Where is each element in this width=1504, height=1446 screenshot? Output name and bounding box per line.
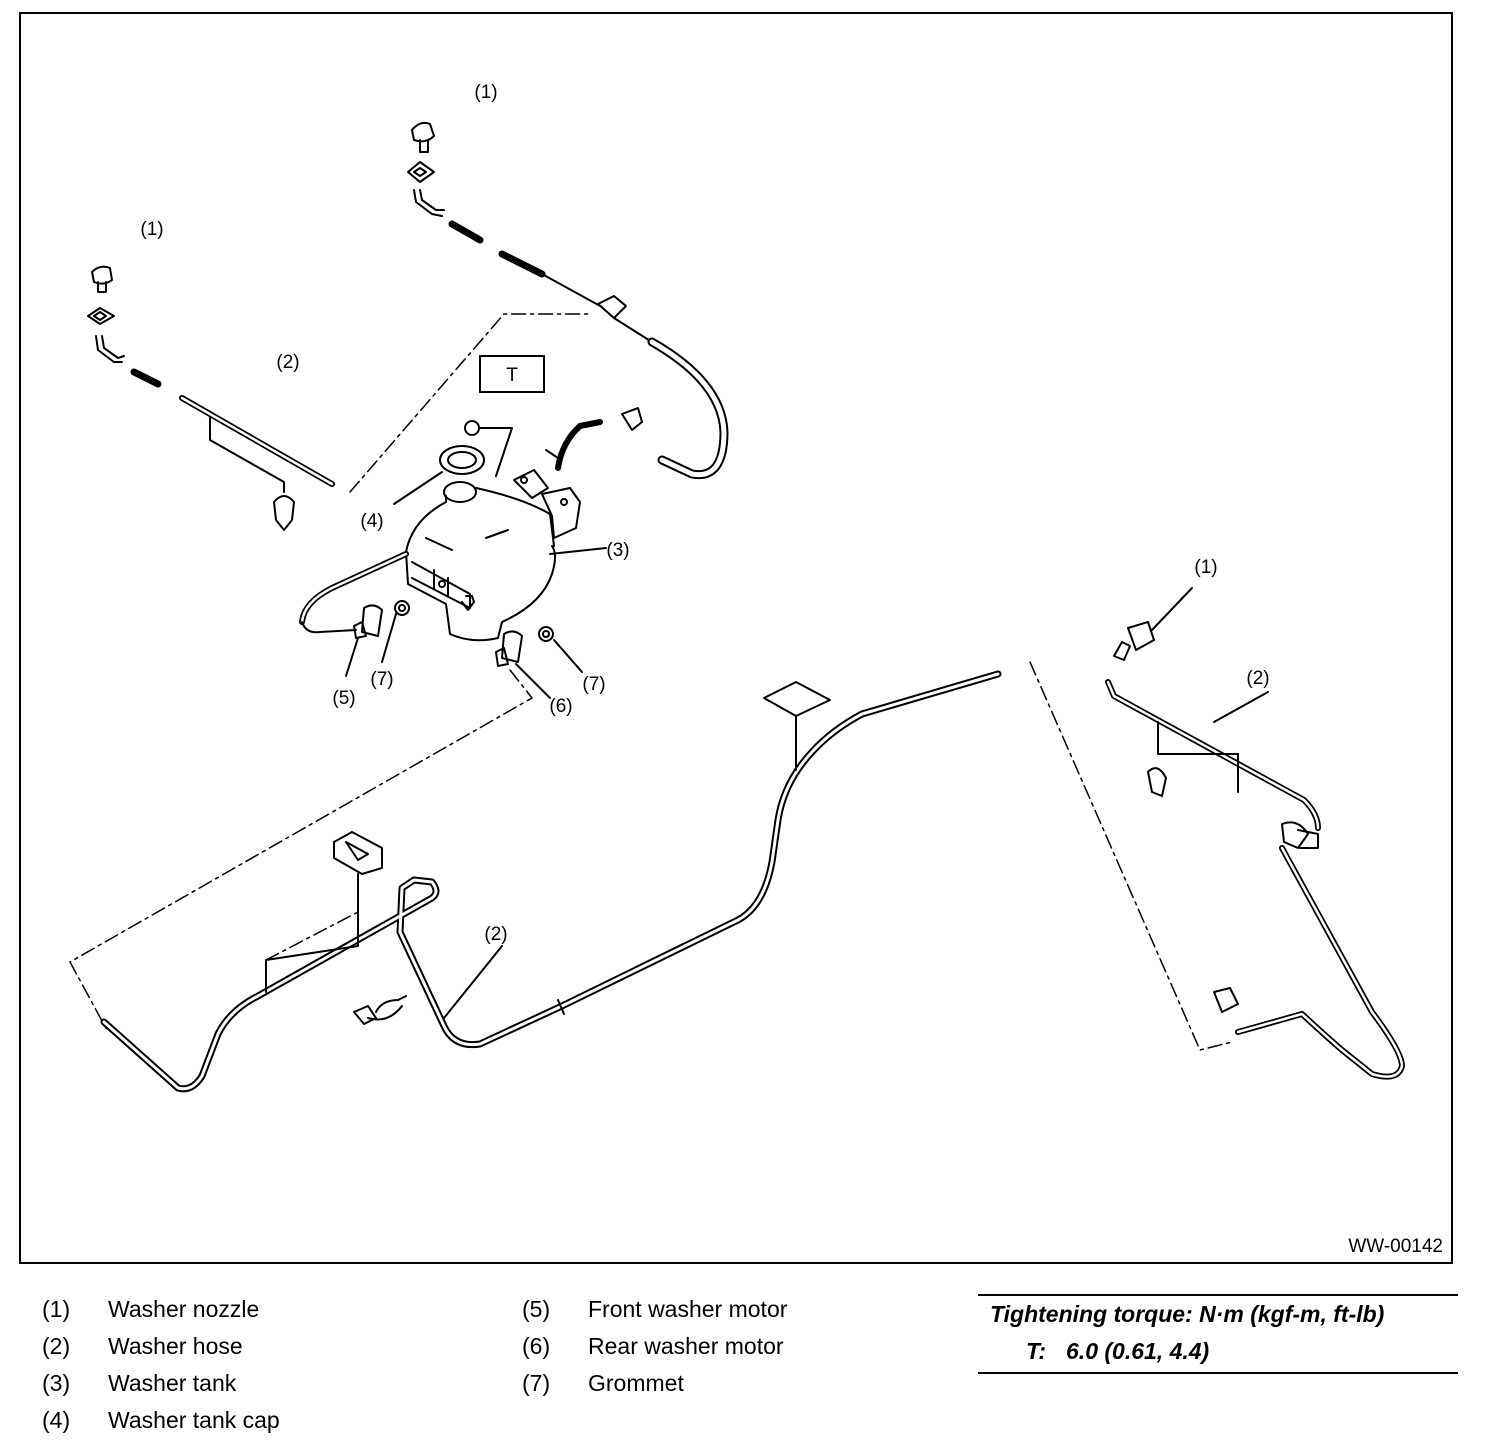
legend-number: (2) — [42, 1333, 71, 1359]
front-washer-motor-icon — [299, 551, 409, 677]
front-nozzle-right-icon — [407, 121, 435, 183]
callout-front-motor: (5) — [332, 688, 355, 709]
grommet-left-icon — [381, 600, 410, 663]
washer-hose-rear-run — [100, 670, 1002, 1093]
callout-hose-rear: (2) — [484, 924, 507, 945]
torque-value: 6.0 (0.61, 4.4) — [1066, 1338, 1210, 1364]
legend-label: Front washer motor — [588, 1296, 788, 1322]
figure-id: WW-00142 — [1348, 1236, 1443, 1257]
legend-number: (6) — [522, 1333, 551, 1359]
legend-label: Rear washer motor — [588, 1333, 784, 1359]
torque-title: Tightening torque: N·m (kgf-m, ft-lb) — [990, 1301, 1385, 1327]
washer-tank-cap-icon — [393, 445, 485, 505]
legend-number: (7) — [522, 1370, 551, 1396]
legend-label: Grommet — [588, 1370, 684, 1396]
hose-clamp-icon — [353, 945, 503, 1025]
diagram-frame: T (1) (1) (1) (2) (2) (2) (3) (4) (5) (6… — [19, 12, 1453, 1264]
legend-label: Washer tank — [108, 1370, 237, 1396]
callout-nozzle-left: (1) — [140, 219, 163, 240]
callout-hose-left: (2) — [276, 352, 299, 373]
torque-symbol: T: — [1026, 1338, 1047, 1364]
front-nozzle-left-icon — [87, 265, 115, 325]
callout-tank: (3) — [606, 540, 629, 561]
callout-rear-motor: (6) — [549, 696, 572, 717]
torque-box-icon — [479, 355, 545, 393]
washer-hose-front-right — [413, 189, 729, 480]
legend-number: (5) — [522, 1296, 551, 1322]
washer-system-drawing: T (1) (1) (1) (2) (2) (2) (3) (4) (5) (6… — [69, 82, 1405, 1093]
washer-hose-front-left — [95, 335, 335, 531]
callout-grommet-right: (7) — [582, 674, 605, 695]
washer-tank-icon — [405, 469, 607, 642]
legend-label: Washer tank cap — [108, 1407, 280, 1433]
legend-number: (1) — [42, 1296, 71, 1322]
legend-label: Washer nozzle — [108, 1296, 260, 1322]
torque-value-row: T: 6.0 (0.61, 4.4) — [1026, 1338, 1229, 1365]
torque-box-label: T — [506, 365, 518, 386]
rear-nozzle-icon — [1113, 587, 1193, 661]
rear-washer-motor-icon — [495, 630, 551, 699]
washer-hose-rear-right — [1105, 679, 1405, 1080]
callout-tank-cap: (4) — [360, 511, 383, 532]
legend-label: Washer hose — [108, 1333, 243, 1359]
legend-number: (4) — [42, 1407, 71, 1433]
grommet-right-icon — [538, 626, 583, 673]
hose-clip-icon — [265, 831, 383, 993]
bolt-icon — [464, 420, 513, 477]
callout-grommet-left: (7) — [370, 669, 393, 690]
callout-hose-rear-right: (2) — [1246, 668, 1269, 689]
torque-spec: Tightening torque: N·m (kgf-m, ft-lb) T:… — [978, 1294, 1458, 1374]
callout-nozzle-rear: (1) — [1194, 557, 1217, 578]
legend-number: (3) — [42, 1370, 71, 1396]
callout-nozzle-top: (1) — [474, 82, 497, 103]
